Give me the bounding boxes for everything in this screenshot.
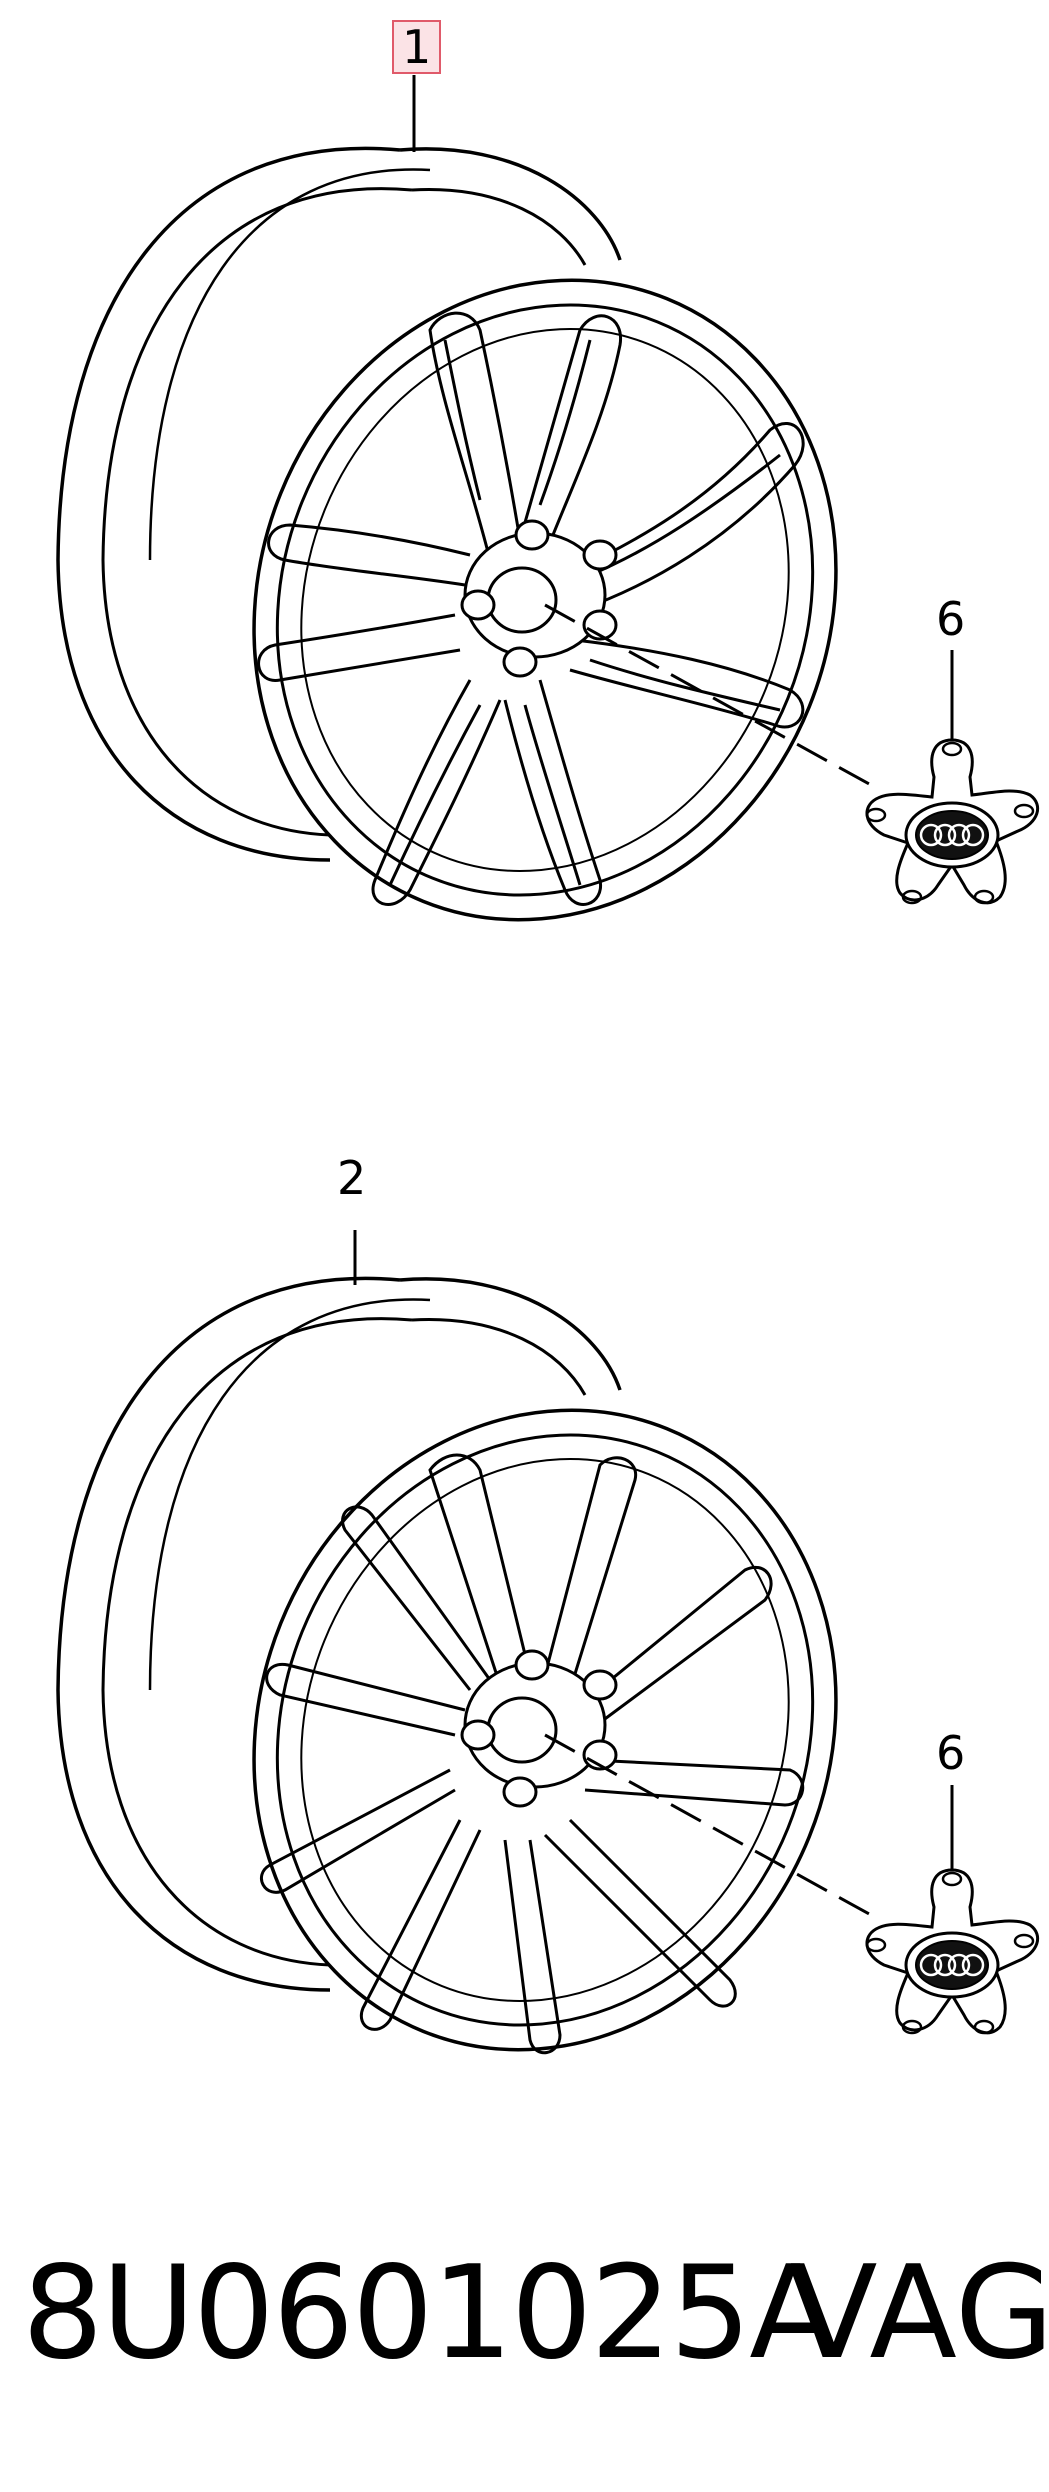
callout-label-6-top[interactable]: 6 [936,592,966,646]
callout-label-1[interactable]: 1 [392,20,442,74]
brand-name: VAG [790,2239,1049,2388]
wheel-1 [56,75,1040,1010]
center-cap-bottom [865,1868,1040,2035]
center-cap-top [865,738,1040,905]
callout-label-2[interactable]: 2 [337,1151,367,1205]
wheel-2 [56,1230,1040,2140]
part-number: 8U0601025A [22,2239,837,2388]
callout-label-6-bottom[interactable]: 6 [936,1726,966,1780]
